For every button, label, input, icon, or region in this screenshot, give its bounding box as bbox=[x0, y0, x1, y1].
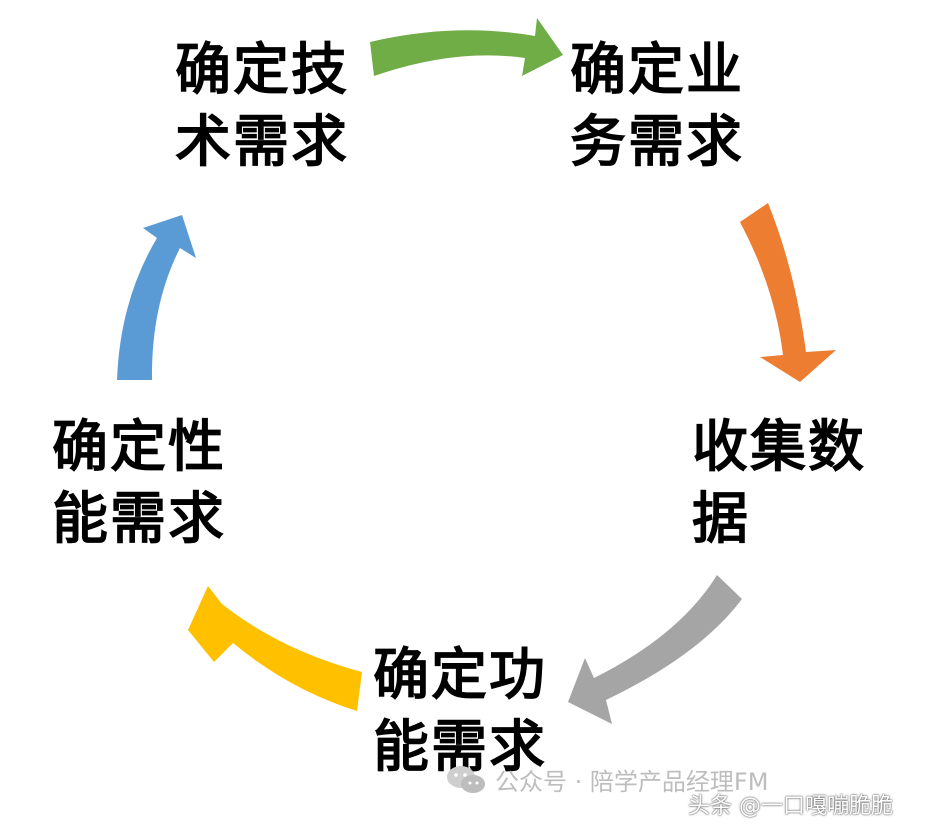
watermark-wechat: 公众号 · 陪学产品经理FM bbox=[445, 762, 768, 797]
wechat-icon bbox=[447, 765, 485, 793]
node-label-line: 确定技 bbox=[175, 38, 349, 103]
node-label-line: 确定业 bbox=[570, 38, 744, 103]
arrow-func-to-perf bbox=[188, 586, 362, 711]
arrow-perf-to-tech bbox=[117, 215, 196, 380]
arrow-biz-to-data bbox=[740, 203, 836, 382]
node-label-line: 确定功 bbox=[373, 643, 547, 708]
watermark-text: 公众号 · 陪学产品经理FM bbox=[495, 768, 769, 796]
node-determine-business-requirements: 确定业 务需求 bbox=[570, 35, 744, 179]
node-label-line: 确定性 bbox=[52, 415, 226, 480]
node-label-line: 据 bbox=[692, 487, 750, 552]
node-label-line: 术需求 bbox=[175, 110, 349, 175]
node-collect-data: 收集数 据 bbox=[692, 412, 866, 556]
arrow-tech-to-biz bbox=[370, 18, 563, 76]
arrow-data-to-func bbox=[568, 575, 742, 724]
node-determine-technical-requirements: 确定技 术需求 bbox=[175, 35, 349, 179]
node-label-line: 务需求 bbox=[570, 110, 744, 175]
node-label-line: 能需求 bbox=[52, 487, 226, 552]
node-label-line: 收集数 bbox=[692, 415, 866, 480]
watermark-toutiao: 头条 @一口嘎嘣脆脆 bbox=[688, 794, 893, 819]
node-determine-performance-requirements: 确定性 能需求 bbox=[52, 412, 226, 556]
